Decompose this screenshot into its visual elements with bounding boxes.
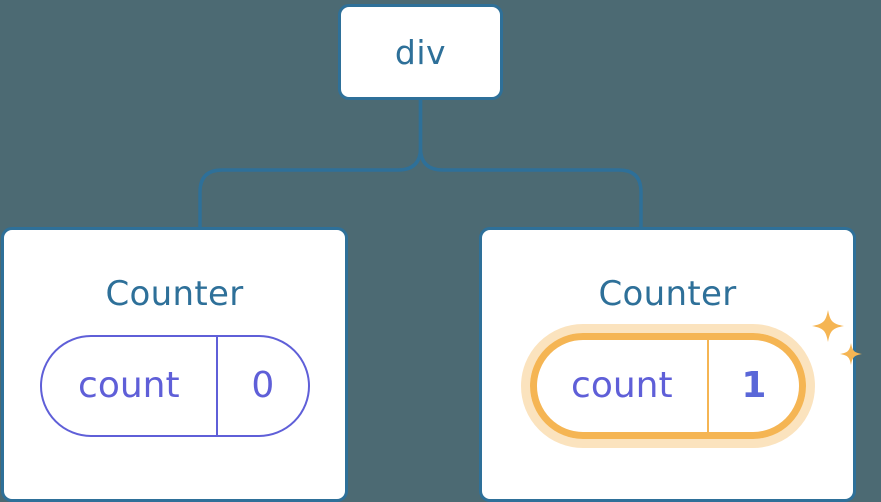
- sparkle-small-icon: [839, 343, 862, 365]
- node-counter-right[interactable]: Counter count 1: [479, 227, 862, 502]
- node-counter-left[interactable]: Counter count 0: [1, 227, 348, 502]
- state-pill-right-key: count: [537, 340, 710, 432]
- sparkle-group: [811, 310, 862, 365]
- node-div-label: div: [394, 32, 447, 72]
- sparkle-icon: [811, 310, 844, 342]
- state-pill-right-wrapper: count 1: [520, 310, 862, 448]
- state-pill-left[interactable]: count 0: [39, 335, 310, 437]
- state-pill-left-value: 0: [251, 365, 275, 406]
- node-counter-left-label: Counter: [105, 274, 244, 314]
- node-div[interactable]: div: [338, 4, 503, 100]
- state-pill-right[interactable]: count 1: [529, 333, 806, 439]
- state-pill-left-wrapper: count 0: [39, 335, 310, 437]
- state-pill-right-value: 1: [741, 365, 767, 406]
- state-pill-left-key: count: [42, 337, 219, 435]
- node-counter-right-label: Counter: [598, 274, 737, 314]
